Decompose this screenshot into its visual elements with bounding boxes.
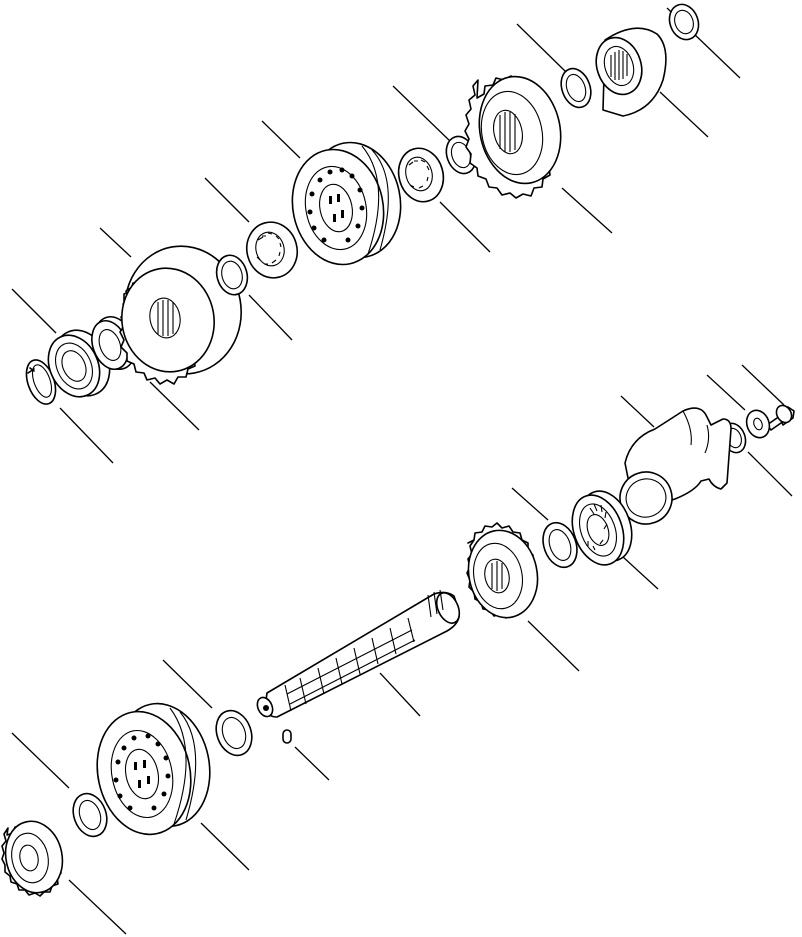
- pin: [282, 729, 292, 744]
- flat-washer: [745, 409, 771, 439]
- leader-lines: [11, 7, 793, 935]
- spline-washer-b: [397, 147, 445, 203]
- thrust-washer-c: [560, 67, 592, 109]
- bolt: [766, 404, 795, 431]
- clutch-pack-lower: [96, 702, 211, 836]
- needle-bearing-cup: [595, 27, 667, 117]
- thrust-washer-d: [542, 521, 578, 569]
- clutch-pack-upper: [291, 141, 402, 266]
- tapered-bearing: [571, 490, 633, 566]
- thrust-washer-e: [215, 709, 253, 757]
- yoke-flange: [619, 407, 732, 525]
- spline-washer-a: [245, 221, 299, 279]
- gear-large-upper-right: [464, 75, 562, 199]
- snap-ring-top-right: [668, 3, 700, 41]
- snap-ring-upper-left: [25, 359, 57, 405]
- output-shaft: [256, 589, 461, 718]
- gear-medium-center: [466, 522, 539, 619]
- thrust-washer-a: [215, 254, 249, 296]
- thrust-washer-f: [72, 792, 108, 838]
- gear-small-lower-left: [1, 820, 64, 897]
- gear-large-upper: [119, 245, 242, 385]
